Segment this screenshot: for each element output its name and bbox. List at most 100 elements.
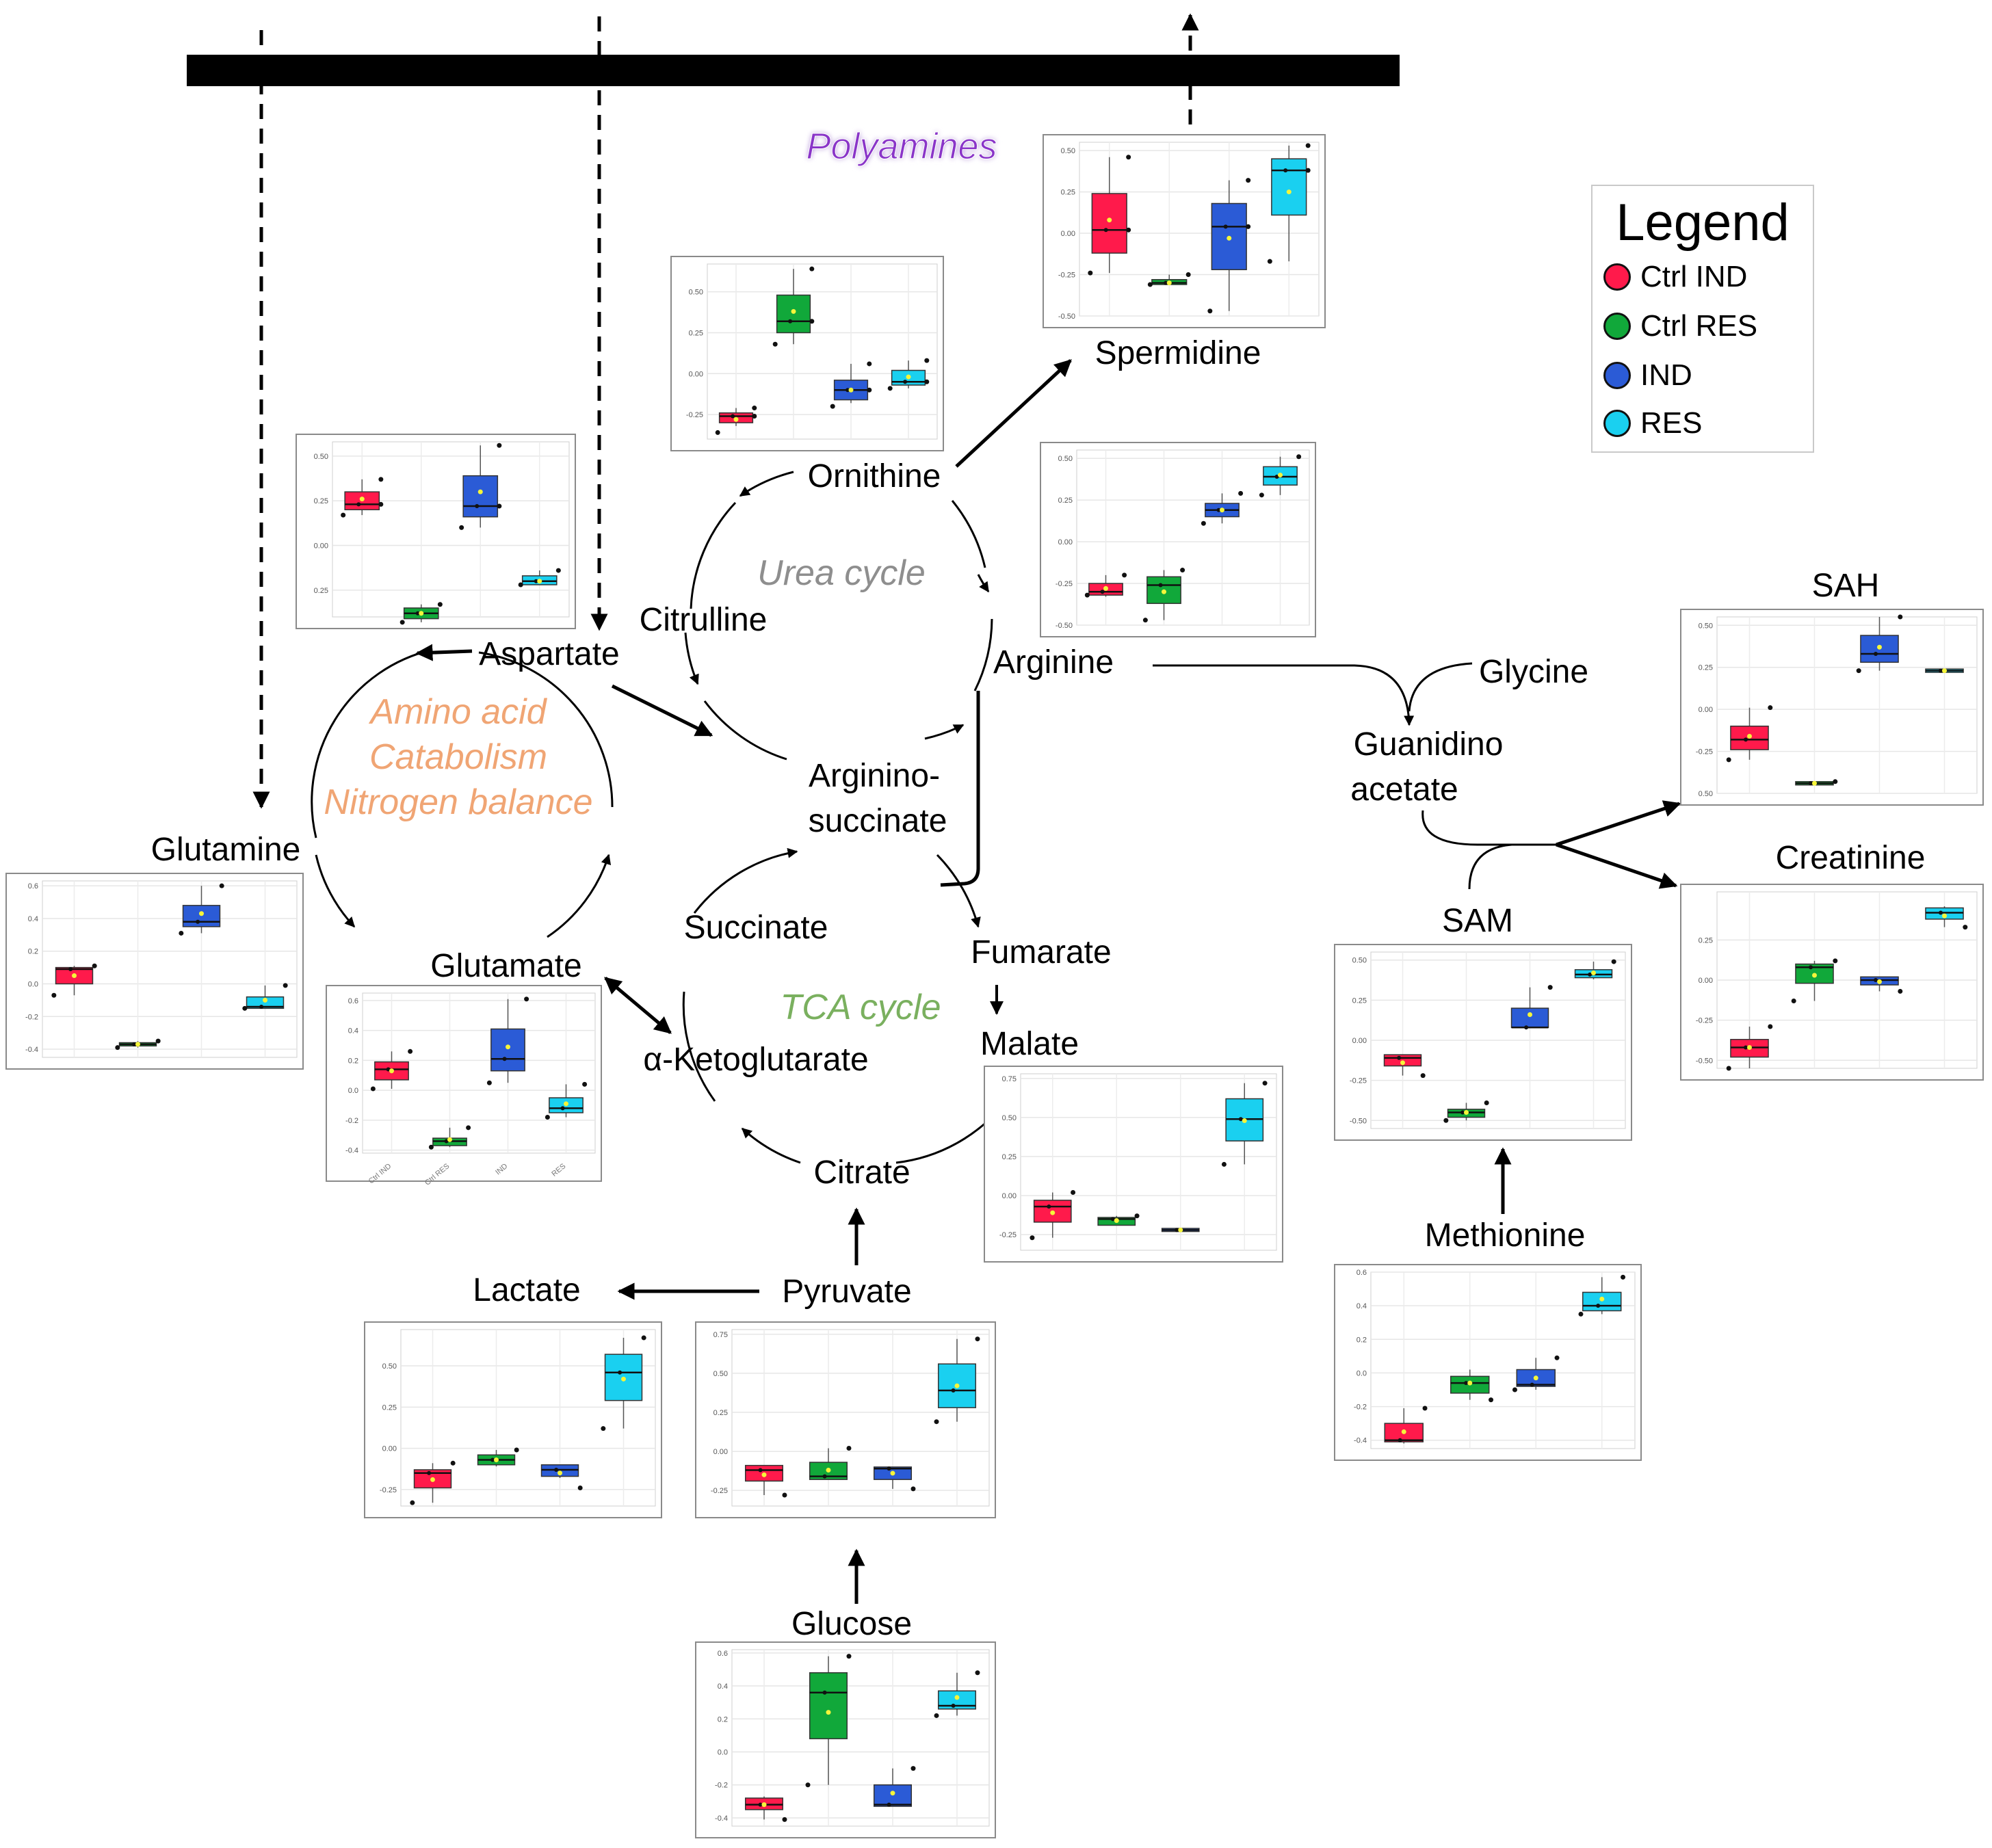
data-point: [1743, 737, 1748, 742]
lactate-label: Lactate: [473, 1272, 580, 1308]
y-tick-label: 0.00: [1699, 977, 1713, 985]
fumarate-label: Fumarate: [971, 934, 1111, 971]
guanidino-acetate-label-2: acetate: [1350, 771, 1458, 808]
data-point: [1238, 490, 1244, 496]
data-point: [1898, 988, 1903, 994]
data-point: [399, 620, 405, 625]
y-tick-label: 0.50: [314, 453, 328, 461]
mean-marker: [1464, 1110, 1469, 1116]
y-tick-label: 0.25: [1699, 664, 1713, 672]
data-point: [1305, 168, 1311, 173]
mean-marker: [506, 1044, 510, 1050]
data-point: [618, 1370, 622, 1375]
mean-marker: [1162, 589, 1166, 594]
ornithine-label: Ornithine: [808, 458, 941, 494]
mean-marker: [558, 1470, 562, 1476]
data-point: [1963, 925, 1968, 930]
y-tick-label: 0.00: [1352, 1037, 1367, 1045]
data-point: [1158, 583, 1163, 588]
data-point: [1398, 1438, 1402, 1442]
data-point: [502, 1057, 507, 1061]
data-point: [68, 967, 73, 971]
reaction-arrows: [604, 359, 1681, 1604]
ind-swatch: [1603, 362, 1631, 389]
data-point: [951, 1388, 956, 1393]
box-body: [776, 294, 811, 334]
data-point: [1221, 1161, 1227, 1167]
mean-marker: [761, 1472, 767, 1477]
y-tick-label: 0.0: [28, 981, 38, 989]
data-point: [1201, 520, 1206, 526]
data-point: [752, 406, 757, 411]
data-point: [524, 996, 529, 1002]
y-tick-label: 0.4: [1357, 1302, 1367, 1310]
y-tick-label: 0.6: [1357, 1269, 1367, 1277]
data-point: [782, 1492, 787, 1498]
y-tick-label: 0.50: [713, 1370, 728, 1378]
data-point: [1596, 1304, 1601, 1308]
mean-marker: [263, 997, 267, 1003]
data-point: [867, 361, 872, 367]
data-point: [1530, 1382, 1534, 1387]
data-point: [809, 319, 815, 324]
mean-marker: [1528, 1012, 1532, 1017]
data-point: [809, 266, 815, 272]
box-body: [1860, 635, 1899, 663]
catabolism-label: Catabolism: [369, 737, 547, 777]
y-tick-label: 0.00: [314, 542, 328, 551]
data-point: [582, 1081, 588, 1087]
y-tick-label: -0.25: [1696, 1017, 1713, 1025]
y-tick-label: 0.75: [713, 1331, 728, 1339]
mean-marker: [1877, 979, 1882, 984]
glucose-label: Glucose: [791, 1606, 912, 1642]
y-tick-label: 0.00: [1058, 538, 1073, 546]
mean-marker: [1286, 189, 1292, 195]
ctrl-res-swatch: [1603, 313, 1631, 340]
data-point: [1808, 965, 1813, 970]
y-tick-label: 0.00: [1002, 1192, 1017, 1200]
data-point: [1547, 985, 1553, 990]
legend-label-res: RES: [1640, 406, 1703, 440]
data-point: [1512, 1387, 1517, 1392]
data-point: [356, 502, 361, 507]
data-point: [1122, 572, 1127, 578]
data-point: [1588, 972, 1593, 977]
y-tick-label: 0.6: [718, 1650, 728, 1658]
data-point: [514, 1447, 519, 1453]
data-point: [782, 1817, 787, 1822]
y-tick-label: 0.2: [28, 948, 38, 956]
membrane-bar: [187, 55, 1400, 86]
y-tick-label: -0.25: [1058, 272, 1075, 280]
box-body: [1582, 1291, 1622, 1312]
data-point: [1047, 1204, 1051, 1209]
y-tick-label: -0.2: [345, 1117, 358, 1125]
legend-item-ind: IND: [1603, 357, 1692, 394]
box-body: [462, 475, 499, 518]
data-point: [1147, 282, 1153, 287]
data-point: [1768, 705, 1773, 711]
mean-marker: [430, 1477, 435, 1482]
mean-marker: [826, 1467, 831, 1473]
y-tick-label: 0.00: [689, 370, 703, 378]
box-body: [246, 996, 285, 1009]
mean-marker: [1400, 1060, 1405, 1066]
data-point: [283, 983, 288, 988]
data-point: [1938, 910, 1943, 915]
y-tick-label: -0.25: [1696, 748, 1713, 756]
y-tick-label: 0.25: [1061, 189, 1075, 197]
data-point: [497, 443, 502, 448]
mean-marker: [791, 308, 796, 314]
data-point: [534, 579, 538, 583]
data-point: [715, 430, 720, 435]
mean-marker: [1114, 1218, 1119, 1224]
data-point: [1262, 1081, 1268, 1086]
y-tick-label: 0.25: [713, 1409, 728, 1417]
mean-marker: [1178, 1227, 1183, 1232]
plot-area: [731, 1649, 990, 1827]
